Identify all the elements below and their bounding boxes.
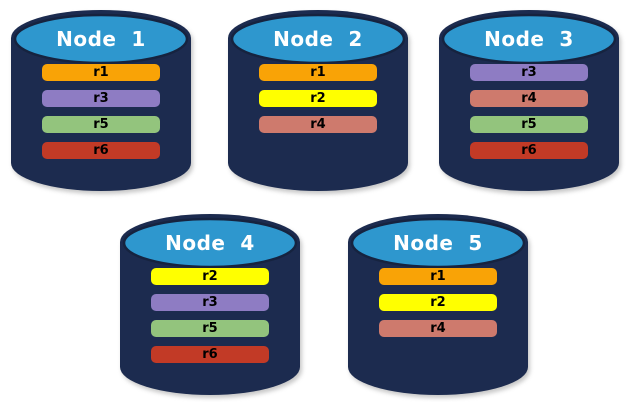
replica-bar: r2 xyxy=(151,268,269,285)
replica-bar: r6 xyxy=(470,142,588,159)
cylinder-top-ellipse xyxy=(13,13,189,65)
replica-bar: r5 xyxy=(42,116,160,133)
node-cylinder-2: Node 2 r1 r2 r4 xyxy=(227,7,409,197)
replica-bar: r3 xyxy=(470,64,588,81)
replica-bar: r5 xyxy=(151,320,269,337)
cylinder-top-ellipse xyxy=(122,217,298,269)
replica-bar: r1 xyxy=(259,64,377,81)
node-title: Node 5 xyxy=(393,231,483,255)
replica-list: r1 r2 r4 xyxy=(379,268,497,346)
cylinder-top-ellipse xyxy=(441,13,617,65)
replica-bar: r3 xyxy=(42,90,160,107)
replica-bar: r1 xyxy=(379,268,497,285)
replica-list: r1 r3 r5 r6 xyxy=(42,64,160,168)
replica-bar: r1 xyxy=(42,64,160,81)
node-cylinder-4: Node 4 r2 r3 r5 r6 xyxy=(119,211,301,401)
replica-bar: r6 xyxy=(151,346,269,363)
replica-bar: r5 xyxy=(470,116,588,133)
replica-bar: r4 xyxy=(379,320,497,337)
node-cylinder-5: Node 5 r1 r2 r4 xyxy=(347,211,529,401)
replica-list: r3 r4 r5 r6 xyxy=(470,64,588,168)
replica-bar: r6 xyxy=(42,142,160,159)
replica-bar: r2 xyxy=(379,294,497,311)
replica-bar: r3 xyxy=(151,294,269,311)
replica-bar: r4 xyxy=(259,116,377,133)
replica-list: r2 r3 r5 r6 xyxy=(151,268,269,372)
cylinder-top-ellipse xyxy=(350,217,526,269)
replica-list: r1 r2 r4 xyxy=(259,64,377,142)
node-title: Node 3 xyxy=(484,27,574,51)
node-title: Node 1 xyxy=(56,27,146,51)
replica-bar: r4 xyxy=(470,90,588,107)
node-cylinder-1: Node 1 r1 r3 r5 r6 xyxy=(10,7,192,197)
replica-bar: r2 xyxy=(259,90,377,107)
node-title: Node 4 xyxy=(165,231,255,255)
node-title: Node 2 xyxy=(273,27,363,51)
node-cylinder-3: Node 3 r3 r4 r5 r6 xyxy=(438,7,620,197)
cylinder-top-ellipse xyxy=(230,13,406,65)
